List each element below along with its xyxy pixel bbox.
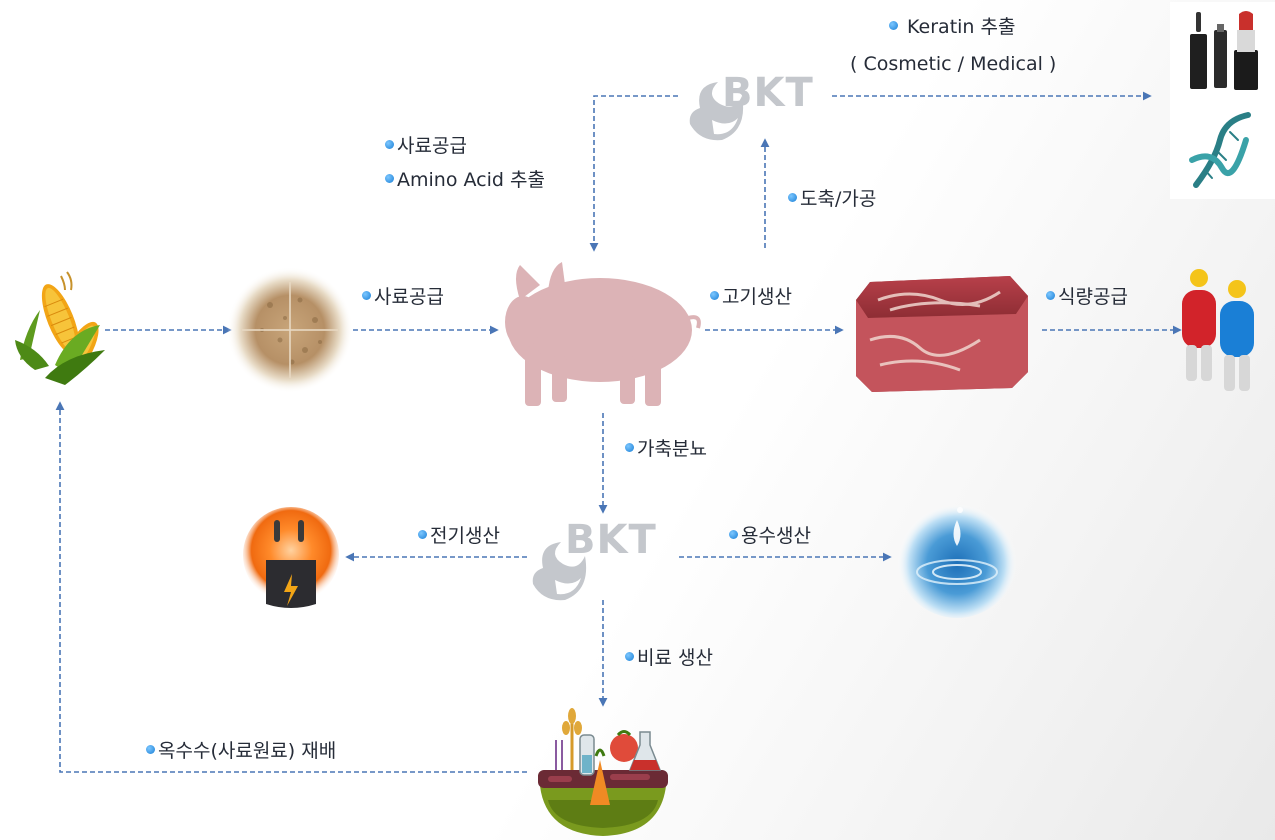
label-water-production: 용수생산 xyxy=(729,524,811,548)
label-feed-supply-top: 사료공급 xyxy=(385,134,467,158)
bkt-logo-text-top: BKT xyxy=(722,70,814,116)
bullet-icon xyxy=(788,193,797,202)
label-amino-acid: Amino Acid 추출 xyxy=(385,168,545,192)
label-feed-supply-mid: 사료공급 xyxy=(362,285,444,309)
bullet-icon xyxy=(889,21,898,30)
bkt-logo-top: BKT xyxy=(689,70,814,141)
label-corn-cultivation: 옥수수(사료원료) 재배 xyxy=(146,739,336,763)
bkt-logo-lower: BKT xyxy=(532,517,657,601)
bkt-swirl-icon xyxy=(689,82,744,141)
label-fertilizer: 비료 생산 xyxy=(625,646,713,670)
bkt-swirl-icon xyxy=(532,542,587,601)
bullet-icon xyxy=(625,652,634,661)
water-drop-icon xyxy=(897,498,1017,618)
dna-icon xyxy=(1189,112,1251,188)
label-food-supply: 식량공급 xyxy=(1046,285,1128,309)
flow-arrows xyxy=(55,91,1182,773)
bullet-icon xyxy=(1046,291,1055,300)
label-slaughter: 도축/가공 xyxy=(788,187,876,211)
arrow-farm-to-corn xyxy=(55,401,527,773)
meat-icon xyxy=(856,276,1028,392)
bullet-icon xyxy=(362,291,371,300)
people-icon xyxy=(1182,269,1254,391)
farm-lab-icon xyxy=(538,708,668,836)
label-meat-production: 고기생산 xyxy=(710,285,792,309)
bullet-icon xyxy=(418,530,427,539)
corn-icon xyxy=(15,271,105,385)
label-electricity: 전기생산 xyxy=(418,524,500,548)
bkt-logo-text-lower: BKT xyxy=(565,517,657,563)
bullet-icon xyxy=(385,140,394,149)
bullet-icon xyxy=(146,745,155,754)
bullet-icon xyxy=(729,530,738,539)
pig-icon xyxy=(505,262,701,406)
bullet-icon xyxy=(625,443,634,452)
arrow-bkt-to-pig xyxy=(589,95,678,252)
bullet-icon xyxy=(385,174,394,183)
label-keratin-use: ( Cosmetic / Medical ) xyxy=(850,53,1057,75)
power-plug-icon xyxy=(243,507,339,608)
label-keratin-extract: Keratin 추출 xyxy=(889,15,1015,39)
feed-grain-icon xyxy=(227,267,353,393)
bullet-icon xyxy=(710,291,719,300)
label-livestock-manure: 가축분뇨 xyxy=(625,437,707,461)
cosmetics-icon xyxy=(1190,11,1258,90)
